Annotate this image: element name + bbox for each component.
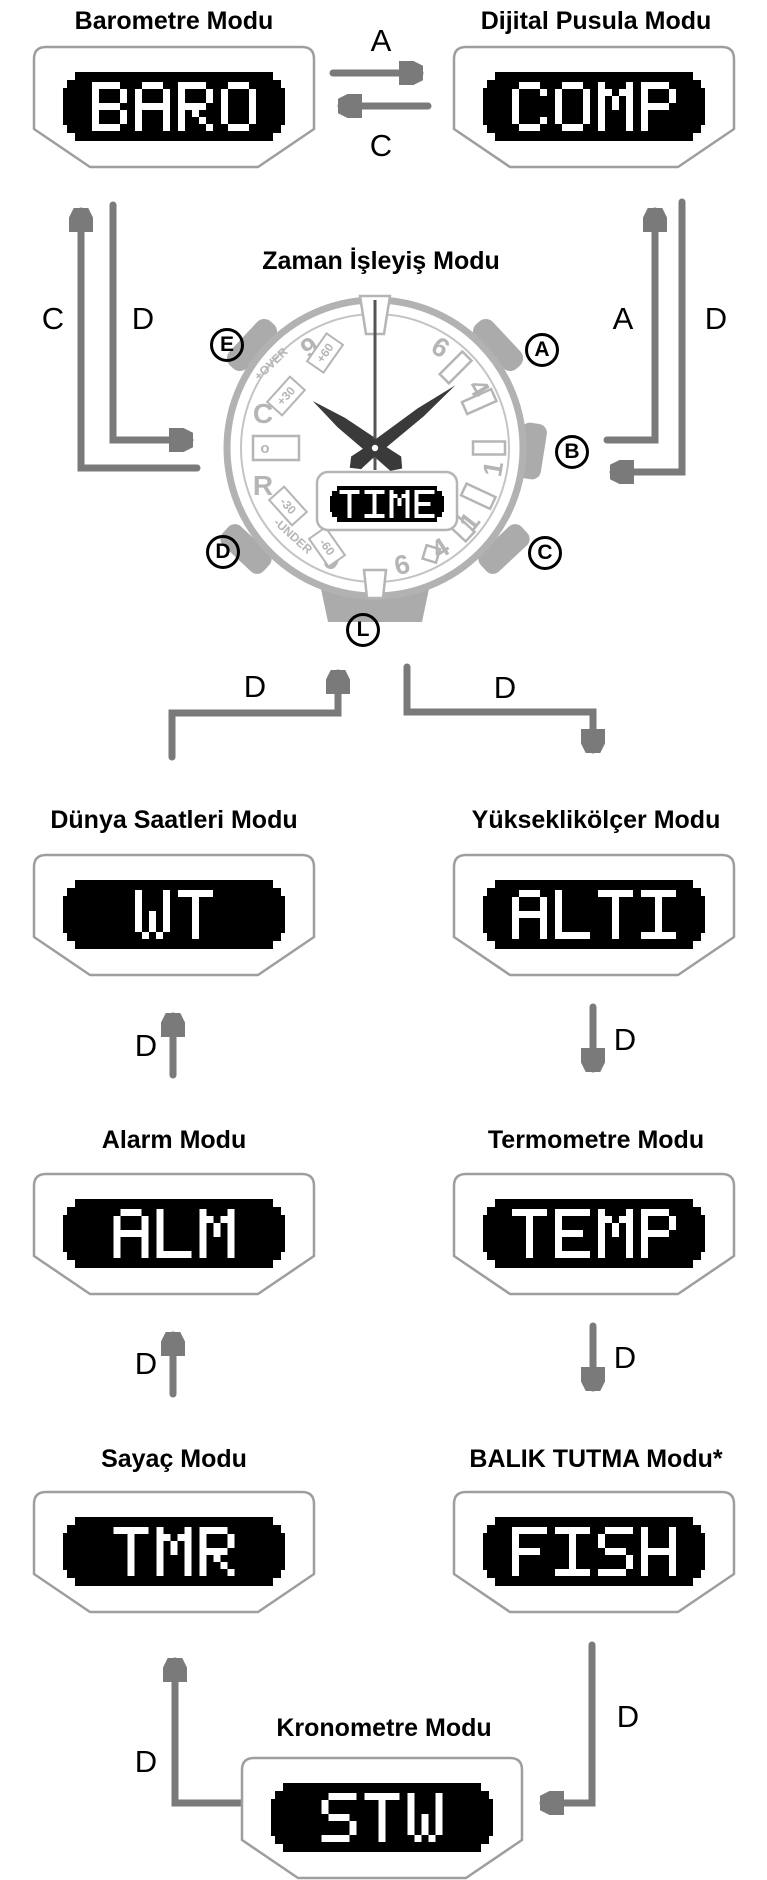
indicator-charge-c: C <box>253 398 273 429</box>
title-compass: Dijital Pusula Modu <box>480 7 712 35</box>
dial-marker-diamond <box>420 543 442 565</box>
dial-marker-bar <box>460 387 499 416</box>
indicator-power-cell-o: o <box>260 440 269 457</box>
lcd-band <box>483 880 705 949</box>
display-compass <box>452 45 736 169</box>
label-button-d: D <box>493 670 517 705</box>
lcd-text <box>113 1209 235 1258</box>
hub-center-dot <box>371 444 379 452</box>
arrow-stw-to-tmr <box>175 1657 247 1807</box>
label-button-a: A <box>370 23 392 58</box>
title-thermometer: Termometre Modu <box>487 1126 705 1154</box>
display-stopwatch <box>240 1756 524 1880</box>
watch-button-label-a: A <box>525 333 559 367</box>
label-button-d: D <box>616 1699 640 1734</box>
label-button-d: D <box>134 1346 158 1381</box>
watch-button-label-c: C <box>528 536 562 570</box>
watch-button-label-e: E <box>210 328 244 362</box>
watch-button-label-l: L <box>346 613 380 647</box>
label-button-c: C <box>369 128 393 163</box>
time-lcd-text <box>339 490 435 518</box>
display-altimeter <box>452 853 736 977</box>
display-fishing <box>452 1490 736 1614</box>
lcd-text <box>135 890 213 939</box>
dial-marker-bar <box>471 440 507 456</box>
title-stopwatch: Kronometre Modu <box>276 1714 492 1742</box>
lcd-band <box>63 72 285 141</box>
watch-button-d <box>220 524 272 574</box>
label-button-d: D <box>613 1340 637 1375</box>
watch-button-label-b: B <box>555 435 589 469</box>
lcd-text <box>512 1527 676 1576</box>
label-button-d: D <box>704 301 728 336</box>
lcd-text <box>113 1527 235 1576</box>
title-world-time: Dünya Saatleri Modu <box>50 806 298 834</box>
title-timekeeping: Zaman İşleyiş Modu <box>262 247 500 275</box>
label-button-a: A <box>612 301 634 336</box>
lcd-band <box>483 1517 705 1586</box>
watch-button-a <box>472 319 524 371</box>
arrow-comp-to-watch <box>609 198 686 472</box>
dial-numeral: 6 <box>391 549 412 582</box>
arrow-baro-to-watch <box>109 201 194 440</box>
watch-button-c <box>478 524 530 574</box>
arrow-fish-to-stw <box>539 1641 596 1803</box>
watch-illustration: 9 6 4 1 1 4 6 9 +OVER +60 +30 C o <box>220 294 547 622</box>
dial-numeral: 1 <box>477 459 509 479</box>
display-world-time <box>32 853 316 977</box>
lcd-text <box>512 82 676 131</box>
second-hand <box>373 300 377 470</box>
lcd-text <box>512 1209 676 1258</box>
display-barometer <box>32 45 316 169</box>
lcd-band <box>483 1199 705 1268</box>
title-barometer: Barometre Modu <box>74 7 274 35</box>
arrow-watch-to-comp <box>603 207 655 444</box>
display-alarm <box>32 1172 316 1296</box>
watch-button-e <box>226 319 278 371</box>
lcd-band <box>63 880 285 949</box>
label-button-d: D <box>134 1028 158 1063</box>
label-button-d: D <box>243 669 267 704</box>
title-altimeter: Yükseklikölçer Modu <box>471 806 721 834</box>
label-button-d: D <box>613 1022 637 1057</box>
indicator-power-cell <box>251 434 301 462</box>
lcd-band <box>483 72 705 141</box>
display-thermometer <box>452 1172 736 1296</box>
dial-marker-bar <box>437 349 474 386</box>
lcd-text <box>321 1793 443 1842</box>
arrow-wt-to-watch <box>168 669 338 761</box>
title-alarm: Alarm Modu <box>101 1126 247 1154</box>
watch-button-label-d: D <box>206 535 240 569</box>
label-button-d: D <box>134 1744 158 1779</box>
title-fishing: BALIK TUTMA Modu* <box>469 1445 723 1473</box>
arrow-watch-to-baro <box>81 207 201 472</box>
arrow-watch-to-alti <box>403 663 593 754</box>
indicator-charge-r: R <box>253 470 273 501</box>
dial-marker-6 <box>362 568 388 600</box>
lcd-text <box>512 890 676 939</box>
dial-marker-bar <box>459 481 498 511</box>
title-timer: Sayaç Modu <box>101 1445 247 1473</box>
label-button-d: D <box>131 301 155 336</box>
display-timer <box>32 1490 316 1614</box>
label-button-c: C <box>41 301 65 336</box>
lcd-text <box>92 82 256 131</box>
